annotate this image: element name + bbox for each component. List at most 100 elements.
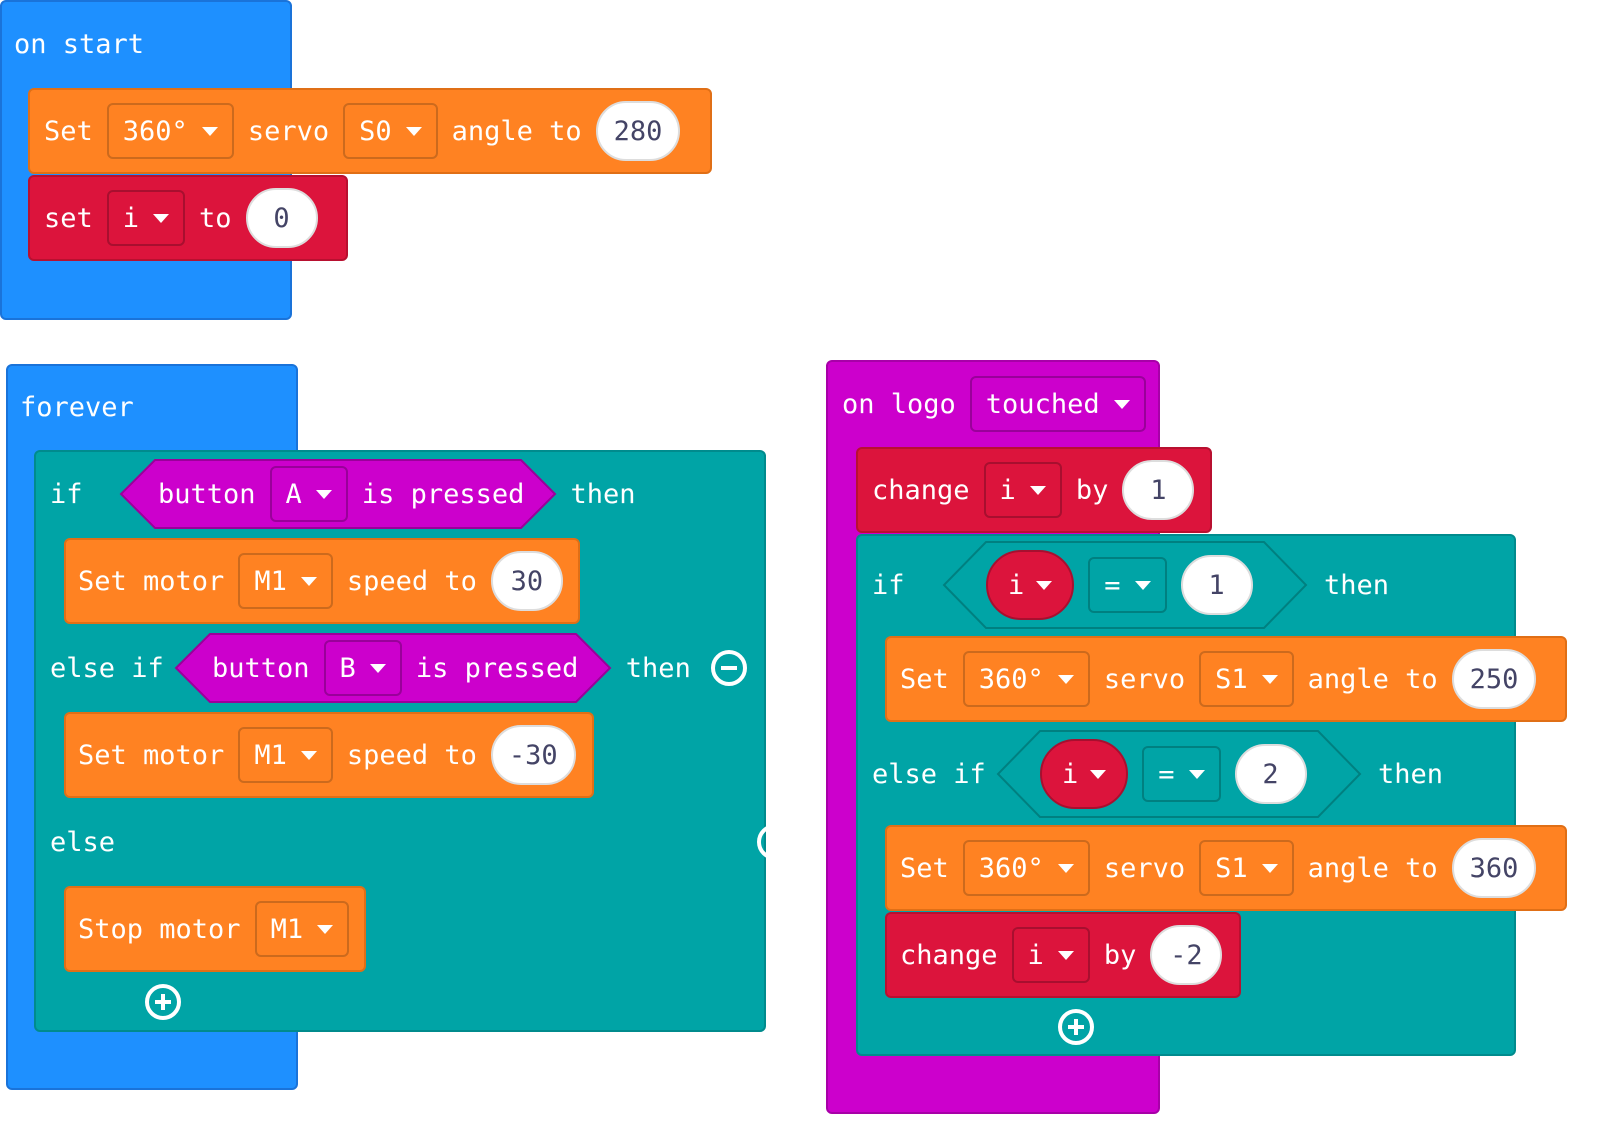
else-if-label: else if [50, 652, 164, 684]
stop-motor-row: Stop motor M1 [78, 899, 363, 959]
is-pressed-label: is pressed [415, 652, 579, 684]
chevron-down-icon [1057, 674, 1074, 684]
else-row: else [50, 820, 129, 864]
change-value-input[interactable]: 1 [1122, 460, 1195, 520]
stop-motor-block[interactable] [64, 886, 366, 972]
chevron-down-icon [1188, 769, 1205, 779]
else-label: else [50, 826, 116, 858]
servo-type-dropdown[interactable]: 360° [106, 103, 234, 159]
operator-dropdown[interactable]: = [1088, 557, 1167, 613]
servo-pin-dropdown[interactable]: S1 [1199, 651, 1294, 707]
button-b-pressed-condition[interactable] [174, 632, 612, 704]
chevron-down-icon [300, 750, 317, 760]
chevron-down-icon [1057, 863, 1074, 873]
chevron-down-icon [1113, 399, 1130, 409]
button-a-pressed-condition[interactable] [119, 458, 557, 530]
forever-label: forever [20, 391, 134, 423]
else-if-label: else if [872, 758, 986, 790]
change-var-row-2: change i by -2 [900, 925, 1236, 985]
set-label: Set [900, 852, 949, 884]
if-row: if then [50, 458, 650, 530]
button-b-cond-row: button B is pressed [212, 640, 592, 696]
chevron-down-icon [1090, 769, 1107, 779]
set-var-row: set i to 0 [44, 188, 332, 248]
by-label: by [1075, 474, 1109, 506]
by-label: by [1103, 939, 1137, 971]
then-label: then [625, 652, 691, 684]
motor-dropdown[interactable]: M1 [238, 553, 333, 609]
angle-to-label: angle to [1307, 852, 1438, 884]
on-start-hat: on start [14, 22, 158, 66]
servo-label: servo [1103, 852, 1186, 884]
motor-dropdown[interactable]: M1 [254, 901, 350, 957]
angle-to-label: angle to [451, 115, 582, 147]
change-value-input[interactable]: -2 [1150, 925, 1223, 985]
add-else-if-icon[interactable] [145, 984, 182, 1020]
set-value-input[interactable]: 0 [245, 188, 318, 248]
on-logo-hat: on logo touched [842, 374, 1160, 434]
variable-dropdown[interactable]: i [106, 190, 186, 246]
button-b-dropdown[interactable]: B [323, 640, 402, 696]
logo-else-if-cond-row: i = 2 [1040, 739, 1321, 809]
set-label: set [44, 202, 93, 234]
chevron-down-icon [153, 213, 170, 223]
speed-to-label: speed to [346, 739, 477, 771]
servo-pin-dropdown[interactable]: S0 [343, 103, 438, 159]
compare-value-input[interactable]: 1 [1180, 555, 1253, 615]
servo-type-dropdown[interactable]: 360° [962, 840, 1090, 896]
then-label: then [1324, 569, 1390, 601]
motor-dropdown[interactable]: M1 [238, 727, 333, 783]
if-label: if [50, 478, 83, 510]
button-a-dropdown[interactable]: A [269, 466, 348, 522]
button-label: button [158, 478, 256, 510]
angle-value-input[interactable]: 360 [1451, 838, 1537, 898]
remove-else-icon[interactable] [756, 824, 793, 860]
then-label: then [570, 478, 636, 510]
on-logo-label: on logo [842, 388, 956, 420]
if-label: if [872, 569, 905, 601]
chevron-down-icon [315, 489, 332, 499]
servo-type-dropdown[interactable]: 360° [962, 651, 1090, 707]
change-label: change [872, 474, 970, 506]
chevron-down-icon [369, 663, 386, 673]
button-label: button [212, 652, 310, 684]
chevron-down-icon [1261, 674, 1278, 684]
logo-else-if-label-row: else if [872, 754, 1000, 794]
operator-dropdown[interactable]: = [1142, 746, 1221, 802]
compare-value-input[interactable]: 2 [1234, 744, 1307, 804]
chevron-down-icon [405, 126, 422, 136]
else-if-row: else if then [50, 632, 705, 704]
chevron-down-icon [201, 126, 218, 136]
forever-hat: forever [20, 385, 148, 429]
set-label: Set [900, 663, 949, 695]
change-var-row-1: change i by 1 [872, 460, 1208, 520]
speed-value-input[interactable]: 30 [490, 551, 563, 611]
set-motor-row-1: Set motor M1 speed to 30 [78, 551, 577, 611]
chevron-down-icon [317, 924, 334, 934]
angle-value-input[interactable]: 280 [595, 101, 681, 161]
on-start-label: on start [14, 28, 145, 60]
angle-to-label: angle to [1307, 663, 1438, 695]
servo-pin-dropdown[interactable]: S1 [1199, 840, 1294, 896]
set-motor-label: Set motor [78, 565, 225, 597]
chevron-down-icon [1029, 485, 1046, 495]
speed-value-input[interactable]: -30 [490, 725, 576, 785]
variable-i-reporter[interactable]: i [986, 550, 1075, 620]
variable-dropdown[interactable]: i [983, 462, 1062, 518]
logo-if-label-row: if [872, 565, 919, 605]
set-label: Set [44, 115, 93, 147]
add-else-if-icon[interactable] [1057, 1009, 1094, 1045]
servo-label: servo [1103, 663, 1186, 695]
speed-to-label: speed to [346, 565, 477, 597]
then-label: then [1378, 758, 1444, 790]
variable-dropdown[interactable]: i [1011, 927, 1090, 983]
chevron-down-icon [1057, 950, 1074, 960]
set-motor-row-2: Set motor M1 speed to -30 [78, 725, 590, 785]
angle-value-input[interactable]: 250 [1451, 649, 1537, 709]
chevron-down-icon [1134, 580, 1151, 590]
servo-row-s1-a: Set 360° servo S1 angle to 250 [900, 649, 1550, 709]
is-pressed-label: is pressed [361, 478, 525, 510]
logo-event-dropdown[interactable]: touched [969, 376, 1146, 432]
variable-i-reporter[interactable]: i [1040, 739, 1129, 809]
remove-else-if-icon[interactable] [711, 650, 747, 686]
